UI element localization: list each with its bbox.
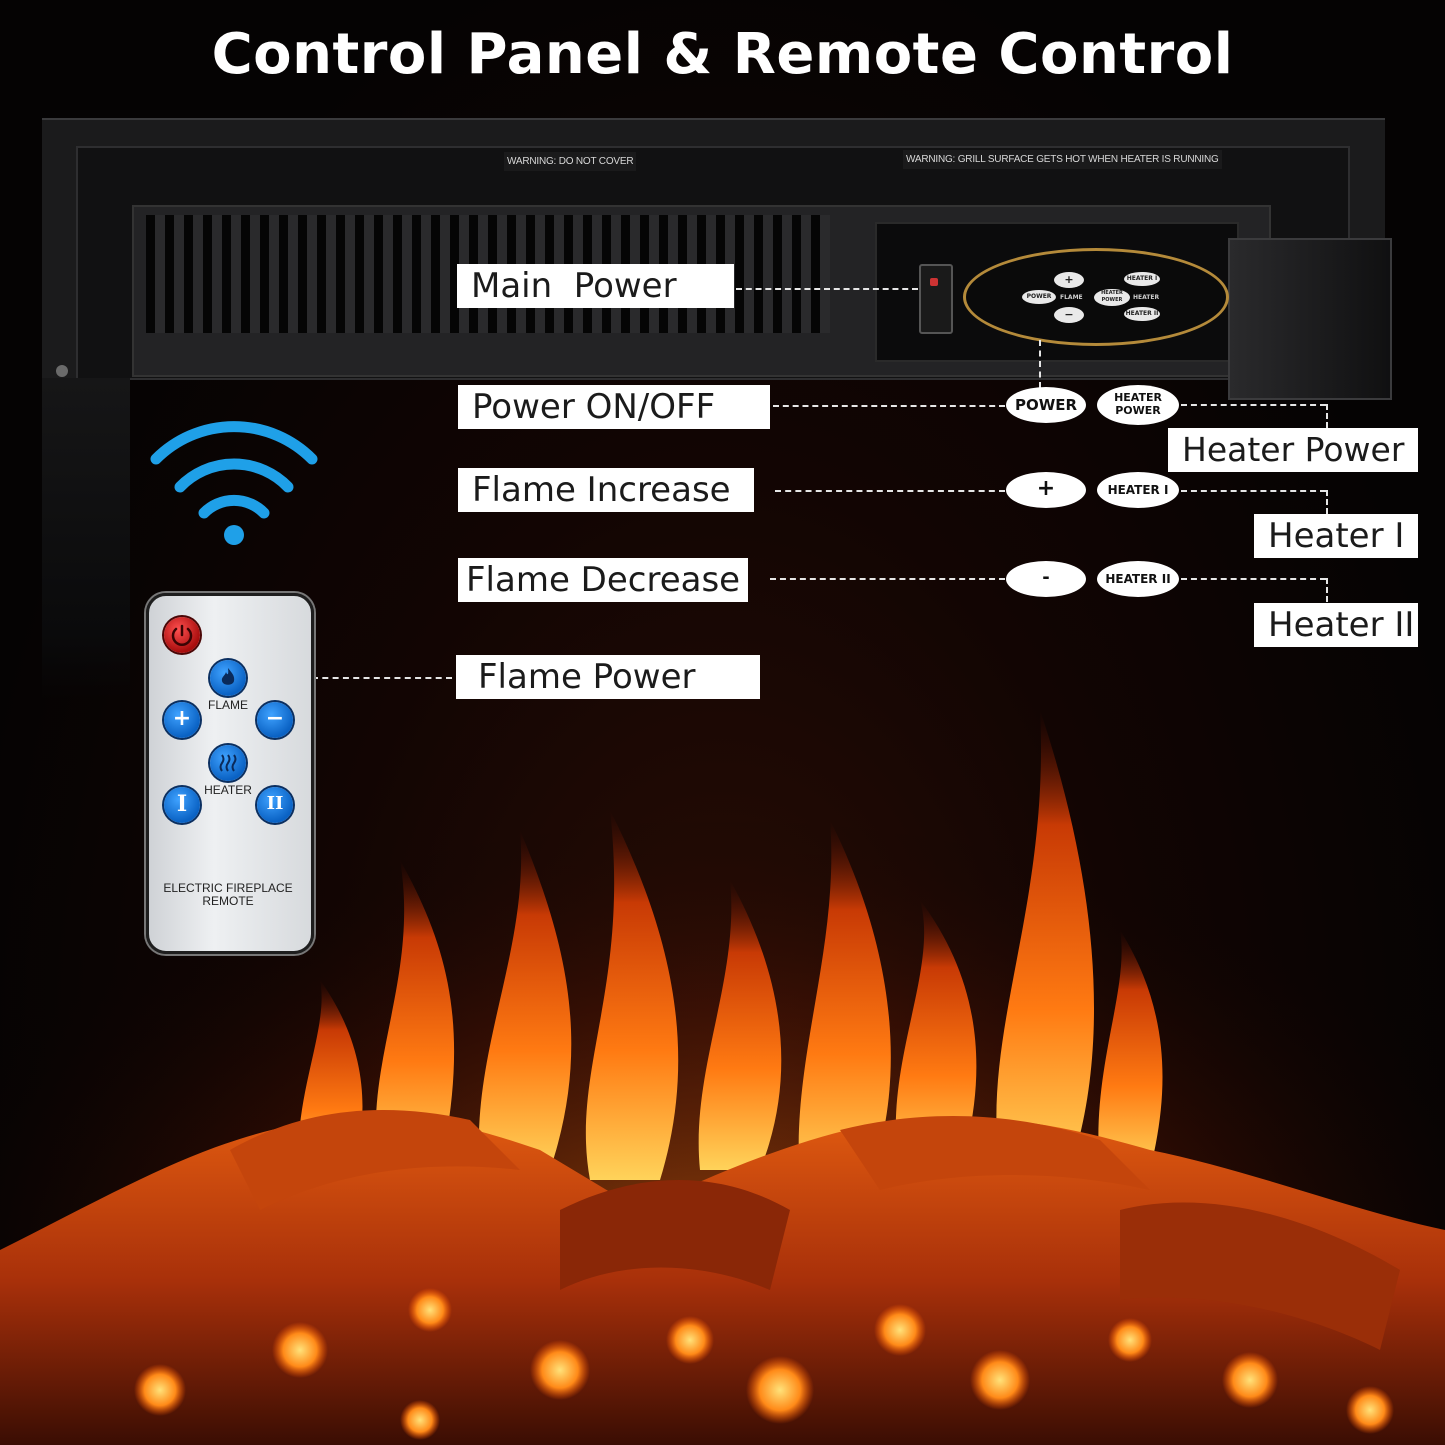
- leader-line-heater-power: [1181, 404, 1326, 406]
- callout-flame-decrease: Flame Decrease: [458, 558, 748, 602]
- pill-plus: +: [1006, 472, 1086, 508]
- leader-line-flame-power: [312, 677, 452, 679]
- panel-plus-button[interactable]: +: [1054, 272, 1084, 288]
- leader-line-main-power: [736, 288, 918, 290]
- callout-heater-power: Heater Power: [1168, 428, 1418, 472]
- warning-label-grill: WARNING: GRILL SURFACE GETS HOT WHEN HEA…: [903, 150, 1222, 169]
- callout-heater-2: Heater II: [1254, 603, 1418, 647]
- flame-icon: [221, 668, 235, 685]
- remote-power-button[interactable]: [164, 617, 200, 653]
- callout-power-onoff: Power ON/OFF: [458, 385, 770, 429]
- wifi-icon: [150, 421, 318, 545]
- leader-line-panel-down: [1039, 340, 1041, 388]
- leader-line-flame-decrease: [770, 578, 1005, 580]
- callout-main-power: Main Power: [457, 264, 734, 308]
- leader-line-heater-2: [1181, 578, 1326, 580]
- leader-line-heater-1: [1181, 490, 1326, 492]
- remote-caption-line1: ELECTRIC FIREPLACE: [163, 881, 293, 895]
- main-power-switch[interactable]: [919, 264, 953, 334]
- remote-heater-1-button[interactable]: I: [164, 787, 200, 823]
- pill-heater-power-line1: HEATER: [1114, 391, 1162, 404]
- panel-heater-power-button[interactable]: HEATER POWER: [1094, 289, 1130, 306]
- pill-heater-power: HEATER POWER: [1097, 385, 1179, 425]
- remote-heater-label: HEATER: [204, 783, 252, 797]
- remote-heater-2-button[interactable]: II: [257, 787, 293, 823]
- callout-flame-power: Flame Power: [456, 655, 760, 699]
- leader-line-power: [773, 405, 1005, 407]
- callout-flame-increase: Flame Increase: [458, 468, 754, 512]
- remote-heater-button[interactable]: [210, 745, 246, 781]
- pill-heater-2: HEATER II: [1097, 561, 1179, 597]
- remote-flame-button[interactable]: [210, 660, 246, 696]
- panel-minus-button[interactable]: −: [1054, 307, 1084, 323]
- leader-line-heater-power-down: [1326, 404, 1328, 428]
- panel-heater-2-button[interactable]: HEATER II: [1124, 307, 1160, 321]
- panel-heater-label: HEATER: [1133, 294, 1160, 301]
- panel-power-button[interactable]: POWER: [1022, 290, 1056, 304]
- panel-flame-label: FLAME: [1060, 294, 1083, 301]
- frame-screw: [56, 365, 68, 377]
- remote-plus-button[interactable]: +: [164, 702, 200, 738]
- control-panel-door: [1228, 238, 1392, 400]
- frame-left-side: [42, 378, 130, 698]
- power-indicator-light: [930, 278, 938, 286]
- power-icon: [171, 624, 193, 646]
- pill-power: POWER: [1006, 387, 1086, 423]
- leader-line-heater-2-down: [1326, 578, 1328, 602]
- heater-icon: [219, 754, 237, 772]
- page-title: Control Panel & Remote Control: [211, 22, 1234, 87]
- callout-heater-1: Heater I: [1254, 514, 1418, 558]
- remote-minus-button[interactable]: −: [257, 702, 293, 738]
- fire-and-logs-illustration: [0, 650, 1445, 1445]
- remote-caption-line2: REMOTE: [202, 894, 254, 908]
- panel-heater-1-button[interactable]: HEATER I: [1124, 272, 1160, 286]
- pill-heater-1: HEATER I: [1097, 472, 1179, 508]
- remote-flame-label: FLAME: [207, 698, 248, 712]
- pill-heater-power-line2: POWER: [1115, 404, 1161, 417]
- leader-line-flame-increase: [775, 490, 1005, 492]
- leader-line-heater-1-down: [1326, 490, 1328, 514]
- warning-label-cover: WARNING: DO NOT COVER: [504, 152, 637, 171]
- pill-minus: -: [1006, 561, 1086, 597]
